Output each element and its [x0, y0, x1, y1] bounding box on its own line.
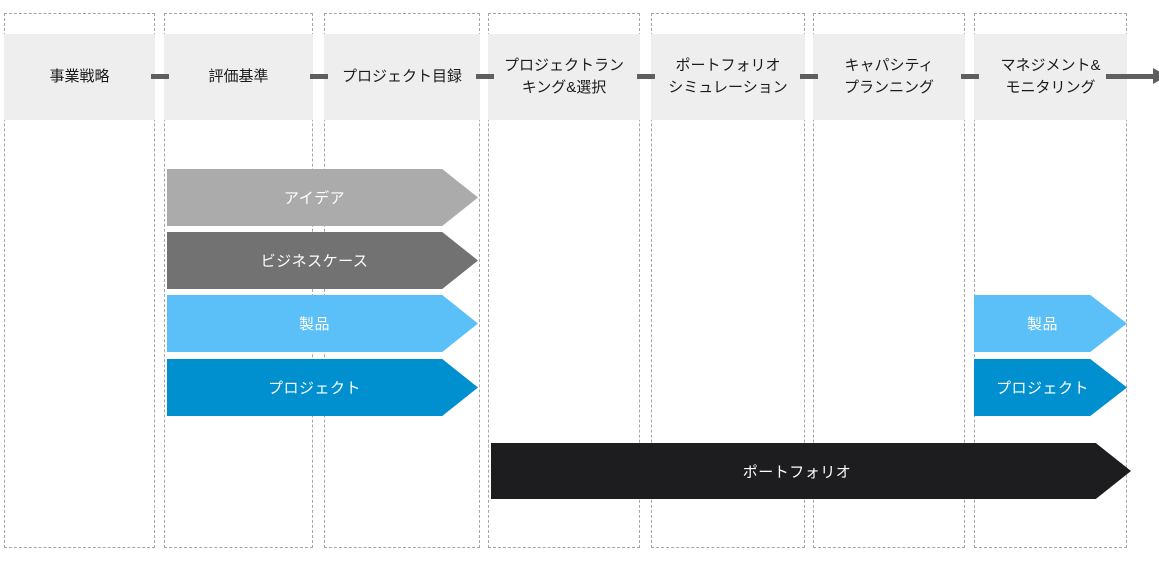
connector-dash-icon-1 — [151, 74, 169, 79]
stage-project-catalog[interactable]: プロジェクト目録 — [324, 34, 480, 120]
chevron-label: 製品 — [298, 316, 330, 333]
stage-project-ranking-selection[interactable]: プロジェクトラン キング&選択 — [488, 34, 640, 120]
chevron-label: プロジェクト — [267, 380, 361, 397]
chevron-label: ビジネスケース — [260, 253, 369, 270]
chevron-product-left[interactable]: 製品 — [167, 295, 478, 352]
lane-business-strategy — [4, 13, 155, 548]
stage-evaluation-criteria[interactable]: 評価基準 — [164, 34, 313, 120]
chevron-label: プロジェクト — [995, 380, 1089, 397]
stage-business-strategy[interactable]: 事業戦略 — [4, 34, 155, 120]
connector-dash-icon-2 — [310, 74, 328, 79]
chevron-product-right[interactable]: 製品 — [974, 295, 1127, 352]
stage-label: ポートフォリオ シミュレーション — [668, 57, 788, 96]
stage-label: プロジェクトラン キング&選択 — [503, 57, 624, 96]
stage-label: キャパシティ プランニング — [843, 57, 934, 96]
lane-management-monitoring — [974, 13, 1127, 548]
lane-portfolio-simulation — [651, 13, 805, 548]
connector-dash-icon-3 — [476, 74, 494, 79]
stage-label: マネジメント& モニタリング — [1000, 57, 1101, 96]
lane-project-ranking-selection — [488, 13, 640, 548]
chevron-label: ポートフォリオ — [742, 463, 852, 481]
chevron-label: アイデア — [283, 190, 346, 207]
stage-label: 評価基準 — [208, 68, 269, 86]
stage-management-monitoring[interactable]: マネジメント& モニタリング — [974, 34, 1127, 120]
lane-capacity-planning — [813, 13, 965, 548]
chevron-idea[interactable]: アイデア — [167, 169, 478, 226]
chevron-project-left[interactable]: プロジェクト — [167, 359, 478, 416]
chevron-label: 製品 — [1026, 316, 1058, 333]
chevron-business-case[interactable]: ビジネスケース — [167, 232, 478, 289]
chevron-portfolio[interactable]: ポートフォリオ — [491, 443, 1131, 499]
connector-dash-icon-5 — [800, 74, 818, 79]
stage-capacity-planning[interactable]: キャパシティ プランニング — [813, 34, 965, 120]
connector-dash-icon-6 — [961, 74, 979, 79]
stage-label: 事業戦略 — [49, 68, 110, 86]
stage-label: プロジェクト目録 — [341, 68, 462, 86]
chevron-project-right[interactable]: プロジェクト — [974, 359, 1127, 416]
connector-dash-icon-4 — [637, 74, 655, 79]
stage-portfolio-simulation[interactable]: ポートフォリオ シミュレーション — [651, 34, 805, 120]
flow-arrow-right-icon — [1106, 68, 1159, 84]
